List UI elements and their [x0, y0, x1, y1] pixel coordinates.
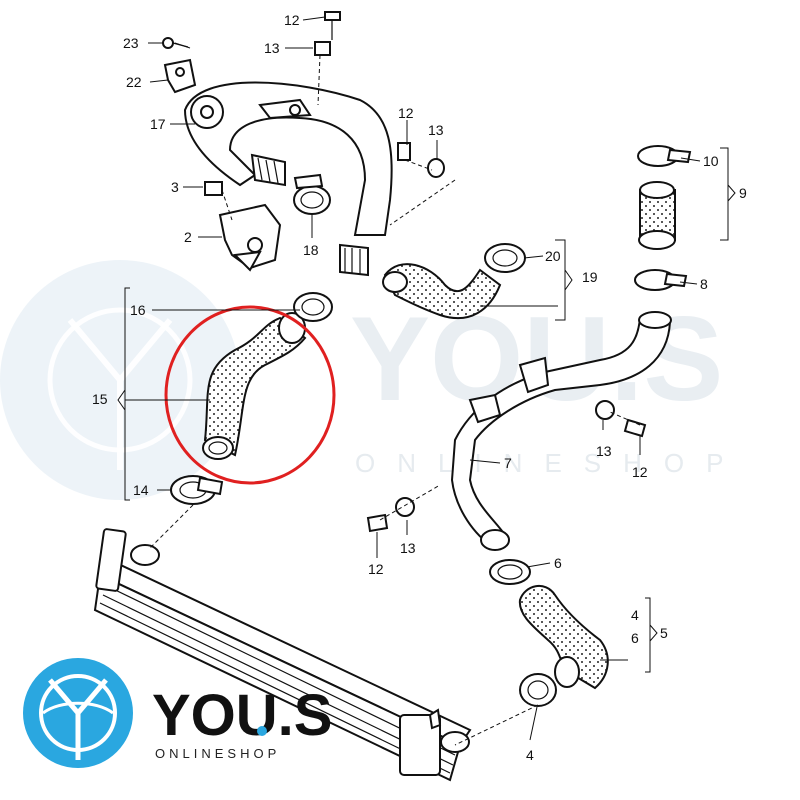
intercooler [93, 528, 472, 782]
callout-13b: 13 [428, 122, 444, 138]
charge-pipe-7 [450, 311, 672, 551]
bolt-12-top [324, 11, 341, 40]
callout-16: 16 [130, 302, 146, 318]
callout-7: 7 [504, 455, 512, 471]
callouts: 12 13 23 22 17 3 2 18 12 13 20 19 16 15 … [92, 12, 747, 763]
callout-5: 5 [660, 625, 668, 641]
callout-9: 9 [739, 185, 747, 201]
clamp-4 [519, 673, 557, 707]
callout-4b: 4 [526, 747, 534, 763]
clamp-8 [634, 269, 688, 291]
brand-logo-dot [257, 726, 267, 736]
hose-19 [382, 263, 502, 320]
callout-14: 14 [133, 482, 149, 498]
callout-8: 8 [700, 276, 708, 292]
nut-13-mid [395, 497, 415, 517]
callout-12c: 12 [632, 464, 648, 480]
nut-13-top [314, 41, 331, 56]
clamp-10 [637, 145, 692, 167]
callout-4a: 4 [631, 607, 639, 623]
watermark: YOU.S ONLINESHOP [0, 260, 746, 500]
assembly-lines [149, 42, 641, 746]
callout-12b: 12 [398, 105, 414, 121]
nut-13-upper-right [427, 158, 445, 178]
callout-13a: 13 [264, 40, 280, 56]
hose-9 [638, 181, 676, 250]
bracket-2 [218, 203, 282, 272]
callout-22: 22 [126, 74, 142, 90]
callout-6a: 6 [554, 555, 562, 571]
callout-13d: 13 [400, 540, 416, 556]
bracket-22 [163, 58, 197, 94]
watermark-subtext: ONLINESHOP [355, 448, 746, 478]
callout-10: 10 [703, 153, 719, 169]
clamp-20 [484, 243, 526, 273]
clamp-18 [293, 173, 331, 215]
hose-5 [518, 585, 609, 690]
highlight-circle [164, 305, 336, 485]
callout-18: 18 [303, 242, 319, 258]
callout-6b: 6 [631, 630, 639, 646]
callout-15: 15 [92, 391, 108, 407]
bolt-12-right [623, 418, 647, 438]
brand-logo-text: YOU.S [152, 683, 333, 748]
charge-pipe-upper [183, 81, 393, 277]
callout-19: 19 [582, 269, 598, 285]
callout-23: 23 [123, 35, 139, 51]
bolt-3 [204, 181, 223, 196]
callout-20: 20 [545, 248, 561, 264]
clamp-6 [489, 559, 531, 585]
brand-logo: YOU.S ONLINESHOP [23, 658, 333, 768]
bolt-12-upper-right [397, 142, 411, 161]
callout-17: 17 [150, 116, 166, 132]
clamp-14 [170, 475, 224, 505]
clamp-16 [293, 292, 333, 322]
callout-12a: 12 [284, 12, 300, 28]
nut-13-right [595, 400, 615, 420]
watermark-text: YOU.S [350, 292, 723, 426]
callout-13c: 13 [596, 443, 612, 459]
brand-logo-subtext: ONLINESHOP [155, 746, 280, 761]
bolt-12-mid [366, 513, 389, 533]
callout-2: 2 [184, 229, 192, 245]
callout-12d: 12 [368, 561, 384, 577]
leader-lines [125, 16, 701, 741]
group-brackets [117, 147, 736, 673]
hose-15 [202, 312, 307, 460]
callout-3: 3 [171, 179, 179, 195]
